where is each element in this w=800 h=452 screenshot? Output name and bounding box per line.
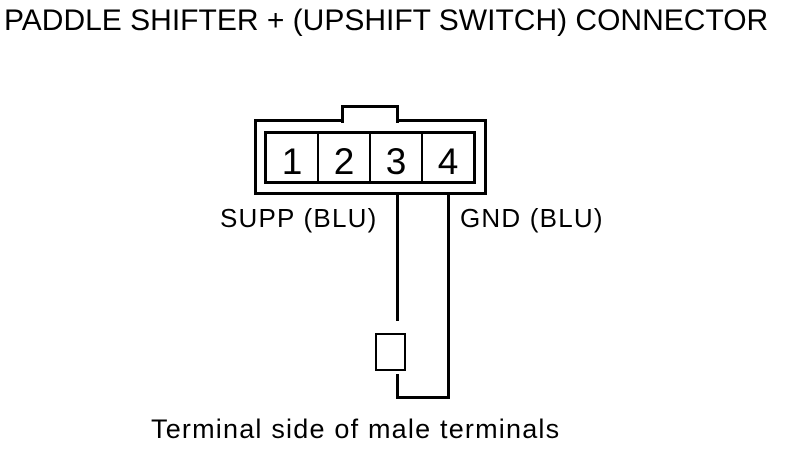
pin-cell-3: 3 [371,134,423,181]
pin-number-3: 3 [385,140,407,182]
diagram-caption: Terminal side of male terminals [151,414,561,444]
pin3-wire-upper [396,183,399,321]
connector-lock-tab [341,105,399,123]
pin3-wire-label: SUPP (BLU) [220,203,378,233]
pin3-wire-lower [396,374,399,399]
switch-symbol [375,333,406,371]
page-title: PADDLE SHIFTER + (UPSHIFT SWITCH) CONNEC… [4,4,769,37]
pin-cell-4: 4 [423,134,473,181]
pin-cell-2: 2 [319,134,371,181]
connector-pin-row: 1 2 3 4 [264,131,476,184]
pin-number-4: 4 [437,140,459,182]
pin-number-2: 2 [333,140,355,182]
wire-bottom-link [396,396,450,399]
pin-cell-1: 1 [267,134,319,181]
pin4-wire-label: GND (BLU) [460,203,604,233]
pin-number-1: 1 [281,140,303,182]
pin4-wire [447,183,450,399]
